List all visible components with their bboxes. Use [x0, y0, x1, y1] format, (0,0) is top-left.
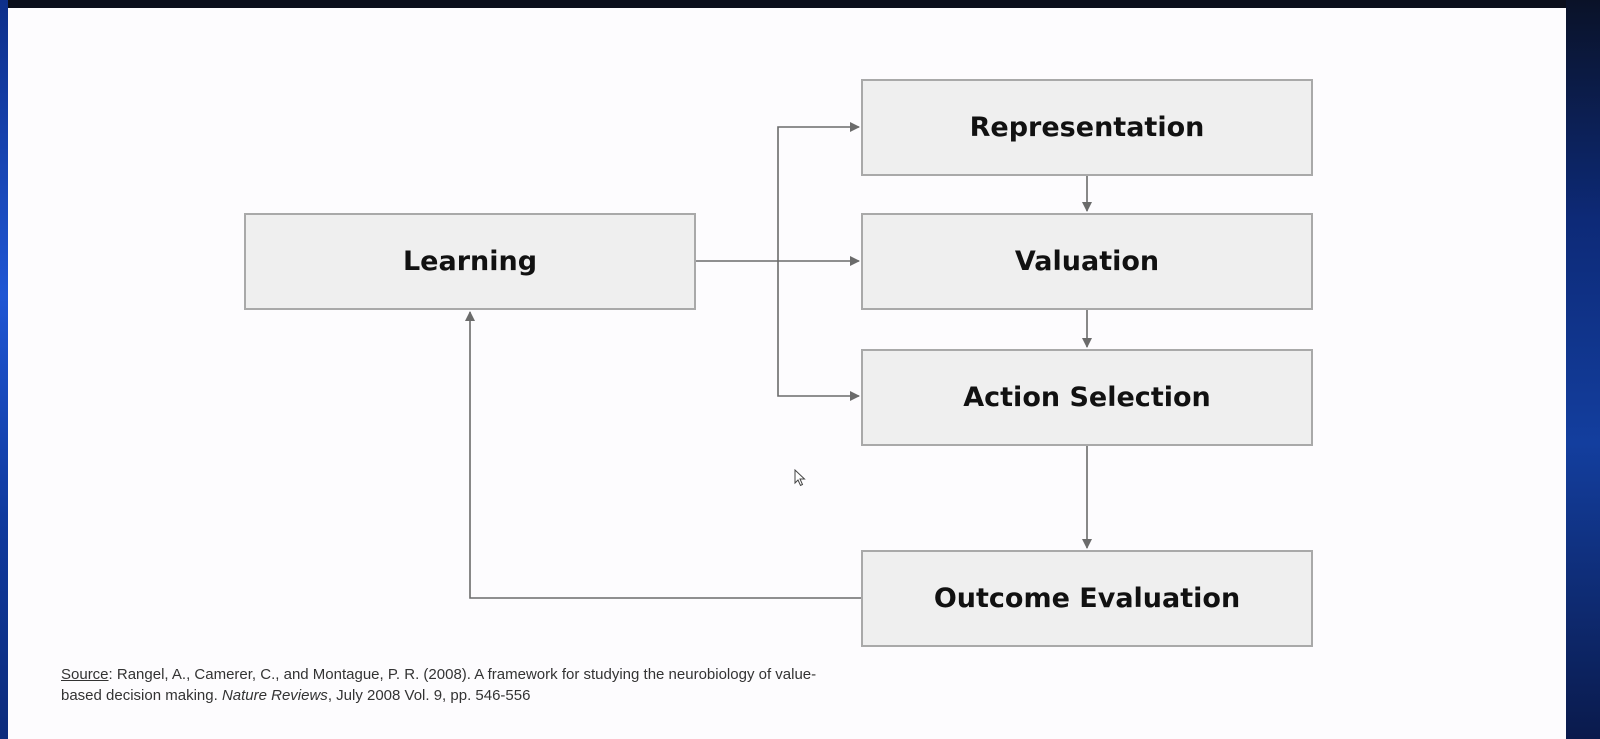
window-edge-left	[0, 0, 8, 739]
node-learning-label: Learning	[402, 246, 538, 277]
node-valuation-label: Valuation	[1014, 246, 1160, 277]
slide-canvas: Learning Representation Valuation Action…	[8, 8, 1566, 739]
arrow-outcome-learning	[465, 311, 861, 599]
node-learning: Learning	[244, 213, 696, 310]
source-text-1: : Rangel, A., Camerer, C., and Montague,…	[61, 666, 817, 704]
node-outcome-evaluation: Outcome Evaluation	[861, 550, 1313, 647]
source-citation: Source: Rangel, A., Camerer, C., and Mon…	[61, 664, 841, 706]
mouse-cursor-icon	[794, 469, 806, 487]
node-action-selection-label: Action Selection	[963, 382, 1211, 413]
node-outcome-evaluation-label: Outcome Evaluation	[933, 583, 1241, 614]
node-action-selection: Action Selection	[861, 349, 1313, 446]
source-journal: Nature Reviews	[221, 687, 328, 704]
arrow-learning-action-selection	[777, 261, 860, 401]
window-edge-right	[1566, 0, 1600, 739]
source-label: Source	[61, 666, 109, 683]
node-representation: Representation	[861, 79, 1313, 176]
arrow-learning-representation	[777, 122, 860, 261]
diagram-arrows	[465, 122, 1092, 599]
node-representation-label: Representation	[969, 112, 1205, 143]
source-text-2: , July 2008 Vol. 9, pp. 546-556	[327, 687, 531, 704]
node-valuation: Valuation	[861, 213, 1313, 310]
